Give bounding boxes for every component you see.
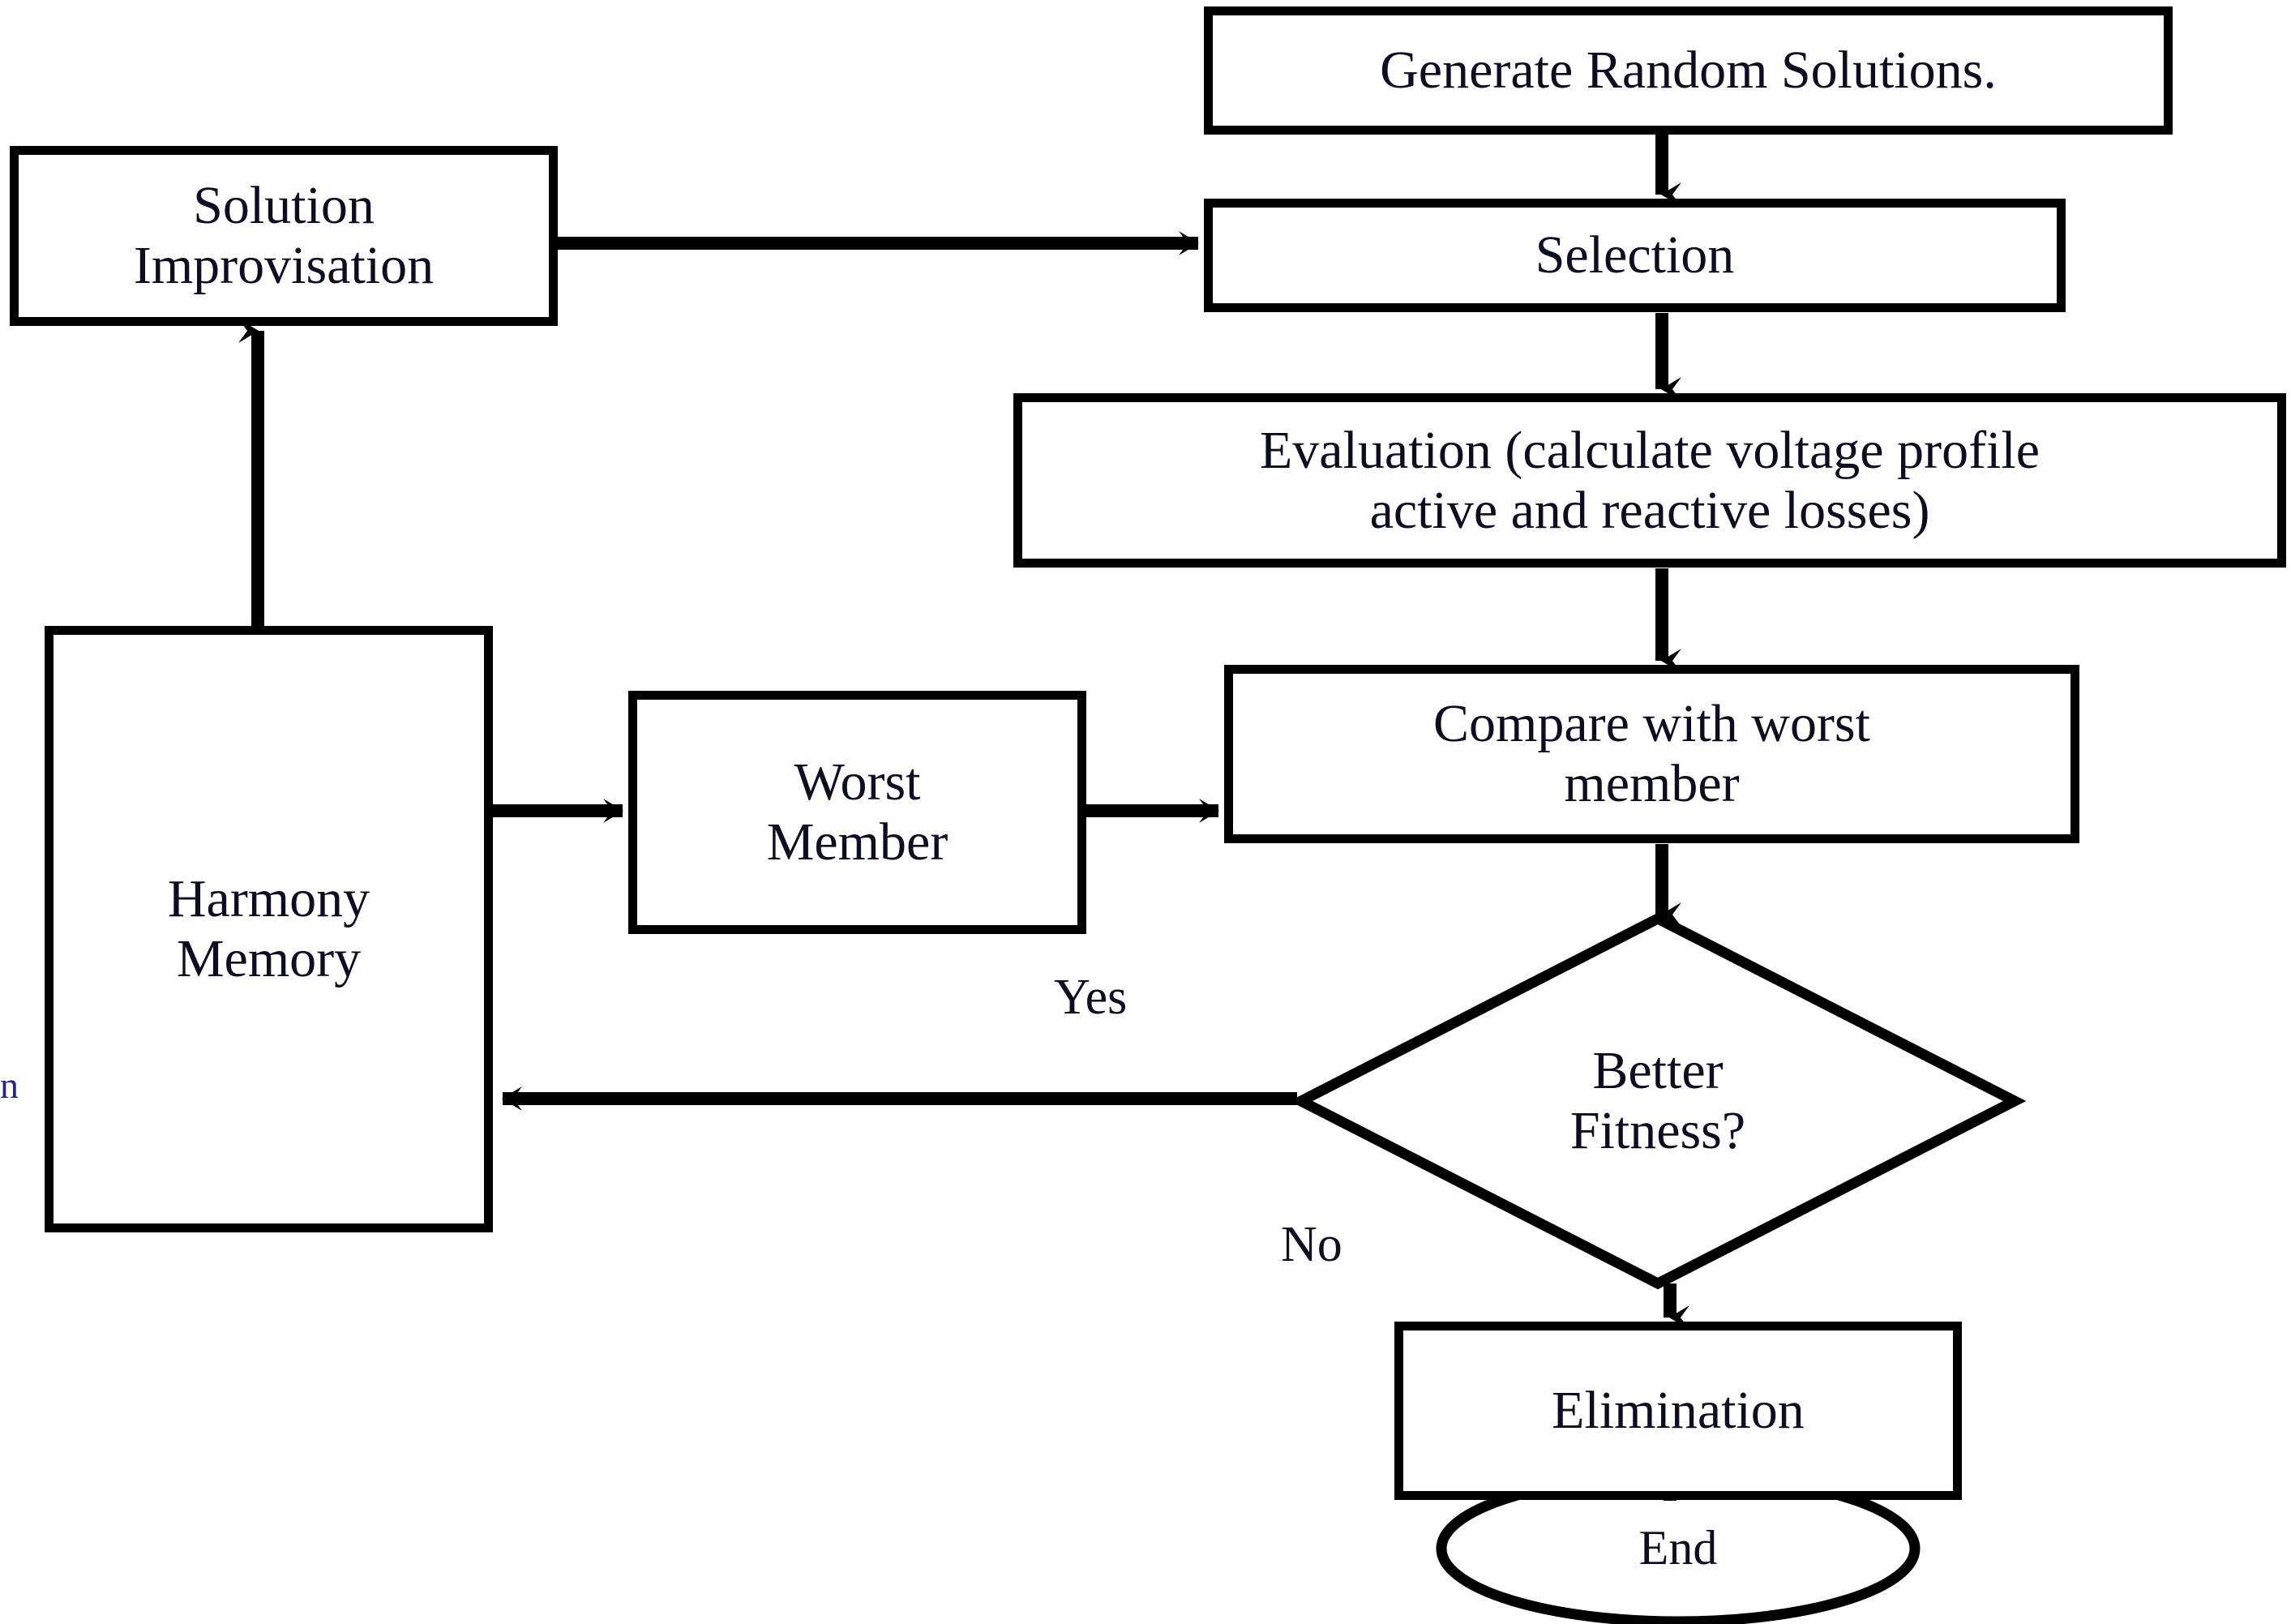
node-end-label[interactable]: End — [1638, 1521, 1718, 1575]
node-worst-member[interactable]: Worst Member — [628, 691, 1086, 934]
better-fitness-diamond-shape — [1289, 912, 2027, 1290]
edge-label-yes: Yes — [1054, 970, 1128, 1025]
node-solution-improvisation[interactable]: Solution Improvisation — [10, 146, 558, 326]
node-elimination[interactable]: Elimination — [1394, 1322, 1962, 1500]
left-margin-text-fragment: n — [0, 1065, 19, 1099]
node-compare-with-worst-member[interactable]: Compare with worst member — [1224, 665, 2079, 843]
node-better-fitness-label[interactable]: Better Fitness? — [1569, 1041, 1746, 1160]
node-harmony-memory[interactable]: Harmony Memory — [45, 626, 493, 1232]
node-selection[interactable]: Selection — [1204, 199, 2066, 312]
edge-label-no: No — [1281, 1217, 1342, 1272]
node-generate-random-solutions[interactable]: Generate Random Solutions. — [1204, 6, 2173, 135]
node-evaluation[interactable]: Evaluation (calculate voltage profile ac… — [1013, 393, 2286, 568]
